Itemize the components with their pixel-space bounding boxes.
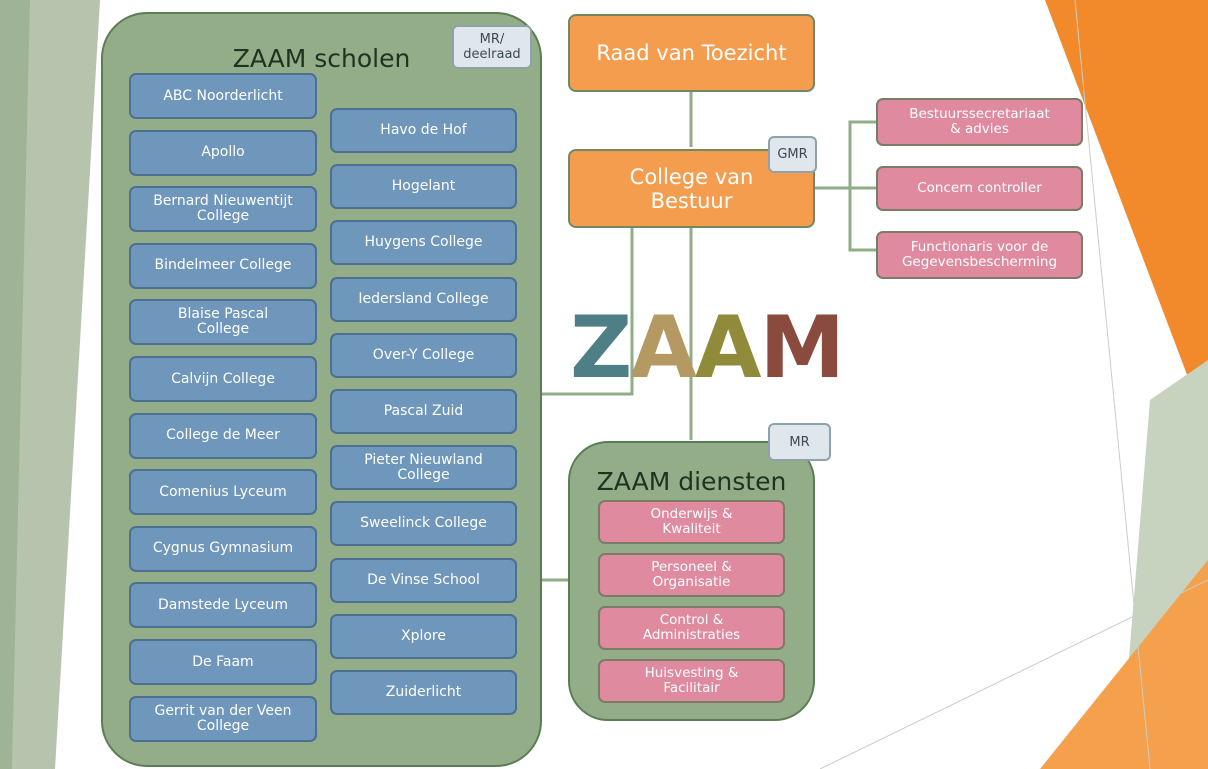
school-box[interactable]: De Faam: [129, 639, 317, 685]
logo-letter: M: [759, 298, 845, 398]
zaam-logo: ZAAM: [570, 298, 845, 398]
school-box[interactable]: Blaise Pascal College: [129, 299, 317, 346]
school-box[interactable]: Gerrit van der Veen College: [129, 695, 317, 742]
staff-office-controller[interactable]: Concern controller: [876, 166, 1083, 211]
school-box[interactable]: Havo de Hof: [330, 108, 517, 153]
school-box[interactable]: College de Meer: [129, 412, 317, 459]
staff-office-data-protection[interactable]: Functionaris voor de Gegevensbescherming: [876, 231, 1083, 279]
school-box[interactable]: Bernard Nieuwentijt College: [129, 186, 317, 233]
school-box[interactable]: Sweelinck College: [330, 501, 517, 547]
school-box[interactable]: Pieter Nieuwland College: [330, 445, 517, 491]
staff-office-secretariat[interactable]: Bestuurssecretariaat & advies: [876, 98, 1083, 146]
school-box[interactable]: Apollo: [129, 129, 317, 176]
mr-tag: MR: [768, 423, 831, 461]
logo-letter: A: [630, 298, 697, 398]
school-box[interactable]: Damstede Lyceum: [129, 582, 317, 629]
logo-letter: A: [694, 298, 762, 398]
school-box[interactable]: Comenius Lyceum: [129, 469, 317, 516]
service-box[interactable]: Personeel & Organisatie: [598, 553, 785, 597]
school-box[interactable]: Hogelant: [330, 164, 517, 210]
logo-letter: Z: [570, 298, 632, 398]
school-box[interactable]: Bindelmeer College: [129, 242, 317, 289]
school-box[interactable]: Over-Y College: [330, 332, 517, 378]
school-box[interactable]: Cygnus Gymnasium: [129, 525, 317, 572]
school-box[interactable]: De Vinse School: [330, 557, 517, 603]
gmr-tag: GMR: [768, 136, 817, 173]
school-box[interactable]: Pascal Zuid: [330, 389, 517, 434]
school-box[interactable]: Calvijn College: [129, 356, 317, 402]
service-box[interactable]: Control & Administraties: [598, 606, 785, 650]
service-box[interactable]: Huisvesting & Facilitair: [598, 659, 785, 703]
school-box[interactable]: Xplore: [330, 613, 517, 659]
school-box[interactable]: Zuiderlicht: [330, 670, 517, 715]
school-box[interactable]: Huygens College: [330, 220, 517, 266]
supervisory-board-box[interactable]: Raad van Toezicht: [568, 14, 815, 92]
services-group-title: ZAAM diensten: [596, 467, 787, 496]
school-box[interactable]: ABC Noorderlicht: [129, 73, 317, 119]
mr-deelraad-tag: MR/ deelraad: [452, 25, 532, 69]
school-box[interactable]: Iedersland College: [330, 276, 517, 322]
schools-group-title: ZAAM scholen: [232, 44, 411, 73]
service-box[interactable]: Onderwijs & Kwaliteit: [598, 500, 785, 544]
